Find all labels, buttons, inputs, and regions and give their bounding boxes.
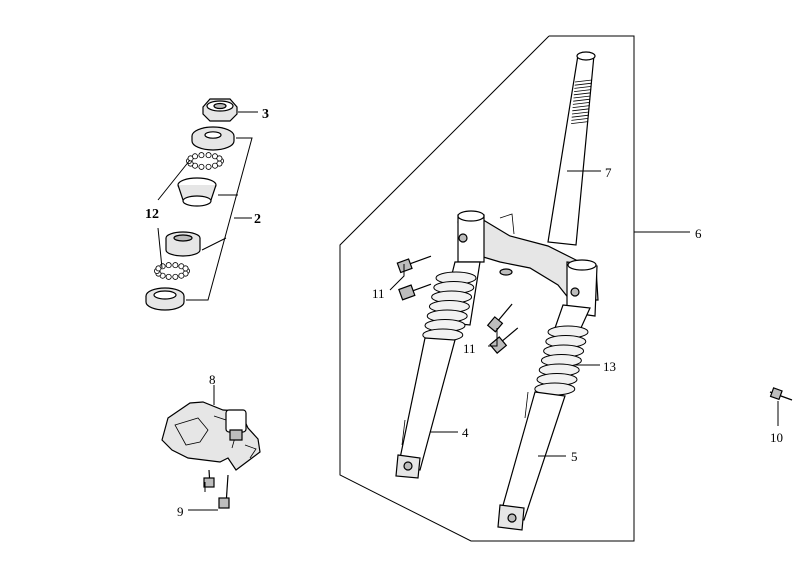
fork-crown-bridge [457, 210, 599, 317]
bolt-part-10 [769, 387, 793, 426]
left-fork-leg-part-4 [395, 261, 481, 479]
thread-line [571, 121, 589, 124]
bearing-ball [205, 152, 212, 159]
crown-bolts-part-11 [389, 255, 519, 354]
thread-line [574, 79, 593, 83]
thread-line [571, 118, 589, 121]
label-part-12: 12 [145, 207, 159, 222]
bearing-ball [159, 263, 166, 270]
label-part-7: 7 [605, 165, 612, 180]
label-part-11-left: 11 [372, 286, 385, 301]
adjusting-nut [191, 126, 235, 151]
bearing-ball [198, 152, 205, 159]
bearing-ball [165, 262, 172, 269]
label-part-4: 4 [462, 425, 469, 440]
leader-lines-bearing [157, 111, 258, 301]
thread-line [572, 105, 590, 108]
steering-stem-part-7 [547, 51, 601, 246]
bearing-ball [198, 163, 205, 170]
label-part-10: 10 [770, 430, 783, 445]
lock-nut-part-3 [202, 98, 238, 122]
ball-race-top [185, 152, 224, 170]
leader-lines-fender [188, 385, 218, 511]
thread-line [572, 108, 590, 112]
bottom-race-ring [145, 287, 185, 311]
bearing-ball [192, 153, 199, 160]
fork-assembly-outline-part-6 [339, 35, 690, 542]
bearing-ball [172, 262, 179, 269]
label-part-3: 3 [262, 107, 269, 122]
thread-line [573, 98, 591, 102]
label-part-9: 9 [177, 504, 184, 519]
bearing-ball [172, 273, 179, 280]
bearing-ball [205, 163, 212, 170]
thread-line [571, 111, 590, 115]
bearing-ball [216, 155, 223, 162]
label-part-11-right: 11 [463, 341, 476, 356]
part-labels: 3 2 12 8 9 10 11 11 7 6 13 4 5 [145, 107, 783, 519]
label-part-8: 8 [209, 372, 216, 387]
ball-race-bottom [153, 262, 190, 280]
bearing-cone-upper [177, 177, 217, 207]
right-fork-leg-part-5 [497, 304, 600, 531]
thread-line [574, 86, 592, 89]
thread-line [574, 89, 592, 92]
label-part-6: 6 [695, 226, 702, 241]
thread-line [571, 114, 589, 118]
front-fender-part-8 [161, 401, 261, 471]
thread-line [572, 102, 590, 105]
label-part-13: 13 [603, 359, 616, 374]
steering-bearing-stack [145, 98, 238, 311]
thread-line [573, 95, 591, 99]
bearing-ball [211, 162, 218, 169]
label-part-5: 5 [571, 449, 578, 464]
label-part-2: 2 [254, 212, 261, 227]
thread-line [573, 92, 591, 96]
fender-bolts-part-9 [203, 469, 230, 509]
bearing-ball [178, 272, 185, 279]
bearing-ball [182, 265, 189, 272]
bearing-cup-lower [165, 231, 201, 257]
thread-line [574, 82, 592, 86]
bearing-ball [165, 273, 172, 280]
